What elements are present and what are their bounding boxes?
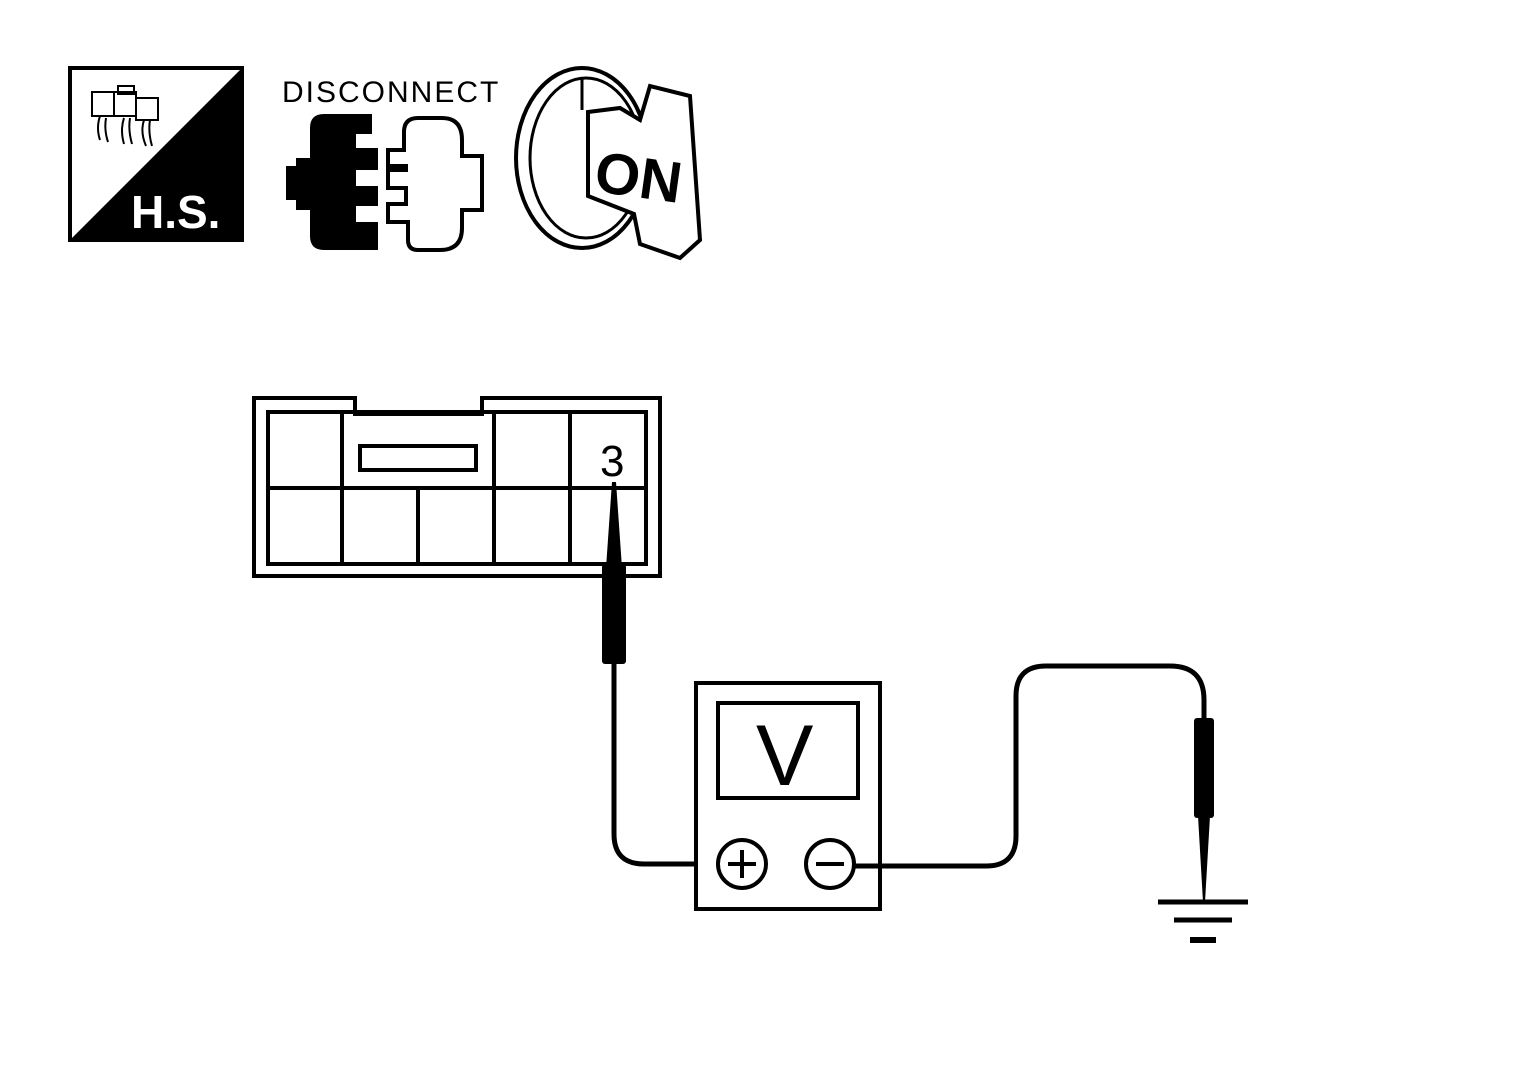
disconnect-label: DISCONNECT [282, 76, 500, 109]
ignition-on-icon: ON [514, 66, 703, 261]
ignition-label: ON [591, 140, 686, 216]
ground-icon [1158, 899, 1248, 943]
positive-probe [602, 482, 626, 664]
disconnect-icon: DISCONNECT [282, 76, 500, 252]
connector-latch [358, 444, 478, 472]
connector-face [252, 396, 662, 578]
harness-label: H.S. [131, 186, 220, 238]
pin-label: 3 [600, 437, 624, 486]
minus-terminal-icon [804, 838, 856, 890]
positive-lead [611, 664, 718, 867]
plus-terminal-icon [716, 838, 768, 890]
negative-probe [1194, 718, 1214, 902]
negative-lead [854, 663, 1207, 869]
meter-mode-label: V [756, 708, 813, 804]
voltmeter: V [694, 681, 882, 911]
harness-connector-icon: H.S. [68, 66, 244, 242]
